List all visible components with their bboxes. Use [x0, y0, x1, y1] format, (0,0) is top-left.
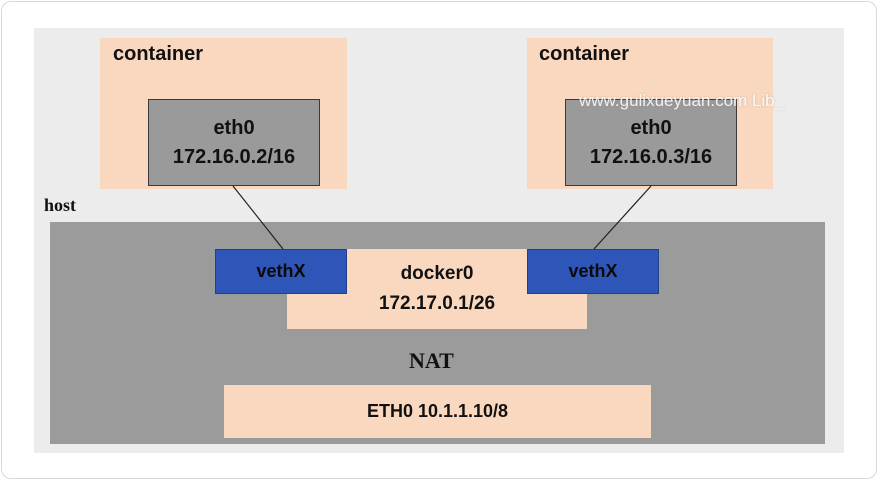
- container-right-eth0: eth0 172.16.0.3/16: [565, 99, 737, 186]
- docker0-name: docker0: [400, 263, 474, 284]
- container-right-eth0-name: eth0: [630, 116, 672, 139]
- container-right-eth0-ip: 172.16.0.3/16: [589, 145, 713, 168]
- container-left-eth0-name: eth0: [213, 116, 255, 139]
- container-left-eth0-ip: 172.16.0.2/16: [172, 145, 296, 168]
- veth-right: vethX: [527, 249, 659, 294]
- container-left-eth0: eth0 172.16.0.2/16: [148, 99, 320, 186]
- veth-left: vethX: [215, 249, 347, 294]
- host-eth0: ETH0 10.1.1.10/8: [224, 385, 651, 438]
- docker0-ip: 172.17.0.1/26: [378, 293, 496, 314]
- container-left-title: container: [113, 43, 204, 65]
- nat-label: NAT: [409, 348, 454, 373]
- link-right: [593, 185, 652, 250]
- container-right-title: container: [539, 43, 630, 65]
- host-label: host: [44, 195, 77, 215]
- link-left: [232, 185, 284, 250]
- watermark: www.gulixueyuan.com Lib_: [579, 91, 785, 110]
